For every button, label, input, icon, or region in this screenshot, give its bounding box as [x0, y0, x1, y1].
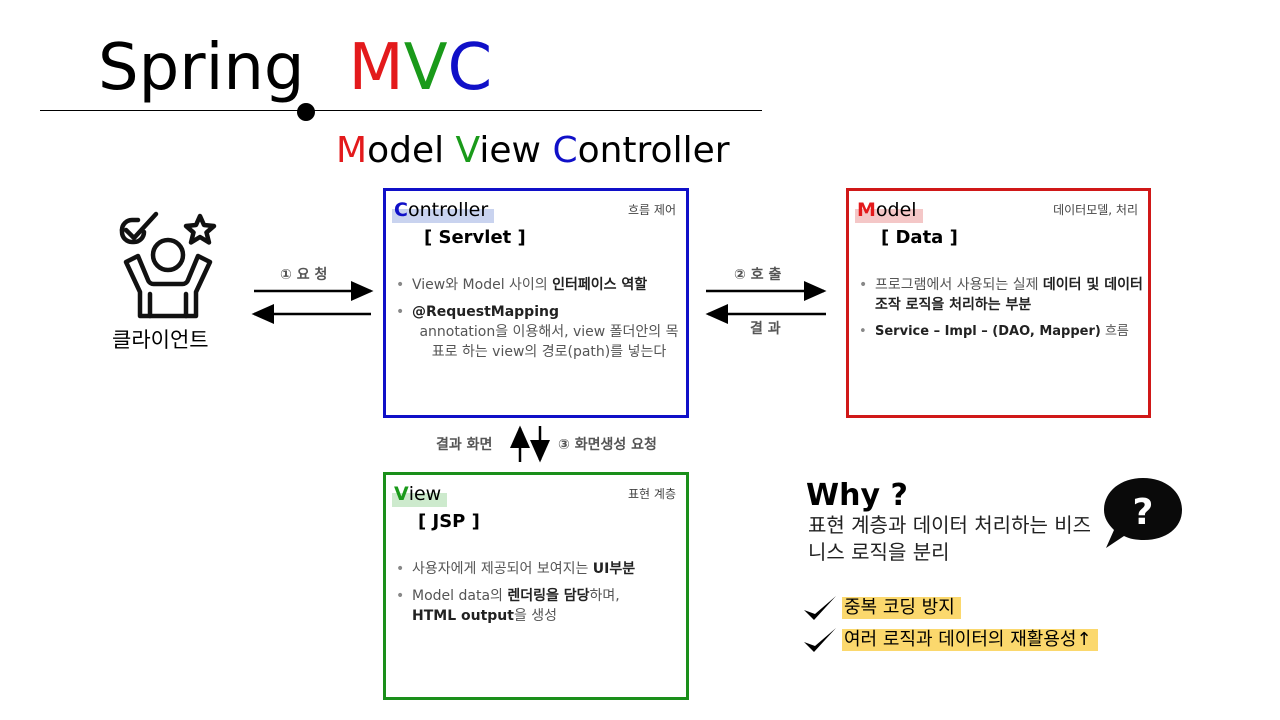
list-item: Service – Impl – (DAO, Mapper) 흐름	[857, 322, 1144, 342]
why-title: Why ?	[806, 478, 908, 513]
svg-text:?: ?	[1133, 492, 1154, 533]
page-subtitle: Model View Controller	[336, 128, 730, 174]
list-item: 사용자에게 제공되어 보여지는 UI부분	[394, 559, 682, 579]
bullet-bold: 데이터 및 데이터 조작 로직을 처리하는 부분	[875, 277, 1143, 313]
controller-box: Controller 흐름 제어 [ Servlet ] View와 Model…	[383, 188, 689, 418]
bullet-bold: Service – Impl – (DAO, Mapper)	[875, 324, 1101, 339]
title-v: V	[403, 31, 448, 105]
view-title-rest: iew	[408, 483, 442, 505]
title-c: C	[447, 31, 493, 105]
page-title: Spring MVC	[98, 28, 492, 108]
result-screen-label: 결과 화면	[436, 437, 493, 453]
view-box: View 표현 계층 [ JSP ] 사용자에게 제공되어 보여지는 UI부분 …	[383, 472, 689, 700]
checkmark-icon	[804, 596, 836, 620]
title-m: M	[348, 31, 404, 105]
bullet-text: Model data의	[412, 588, 508, 604]
list-item: @RequestMapping annotation을 이용해서, view 폴더…	[394, 302, 682, 362]
view-title: View	[392, 481, 448, 507]
model-tag: 데이터모델, 처리	[1053, 203, 1138, 217]
view-bullets: 사용자에게 제공되어 보여지는 UI부분 Model data의 렌더링을 담당…	[394, 559, 682, 633]
subtitle-model-rest: odel	[367, 130, 445, 171]
controller-subtitle: [ Servlet ]	[424, 227, 526, 248]
happy-person-with-check-and-star-icon	[119, 211, 217, 319]
list-item: View와 Model 사이의 인터페이스 역할	[394, 275, 682, 295]
render-request-label: ③ 화면생성 요청	[558, 437, 657, 453]
bullet-note: annotation을 이용해서, view 폴더안의 목표로 하는 view의…	[419, 324, 679, 360]
benefit-text: 여러 로직과 데이터의 재활용성↑	[842, 629, 1098, 651]
subtitle-controller-rest: ontroller	[577, 130, 730, 171]
bullet-bold: HTML output	[412, 608, 514, 624]
subtitle-m: M	[336, 130, 368, 171]
title-spring: Spring	[98, 31, 305, 105]
subtitle-v: V	[455, 130, 480, 171]
request-label: ① 요 청	[280, 267, 328, 283]
model-subtitle: [ Data ]	[881, 227, 958, 248]
bullet-text: 을 생성	[513, 608, 558, 624]
controller-title: Controller	[392, 197, 495, 223]
checkmark-icon	[804, 628, 836, 652]
subtitle-view-rest: iew	[479, 130, 541, 171]
subtitle-c: C	[552, 130, 578, 171]
list-item: Model data의 렌더링을 담당하며, HTML output을 생성	[394, 586, 682, 626]
title-divider	[40, 110, 762, 111]
list-item: 프로그램에서 사용되는 실제 데이터 및 데이터 조작 로직을 처리하는 부분	[857, 275, 1144, 315]
bullet-bold: 렌더링을 담당	[507, 588, 590, 604]
bullet-bold: @RequestMapping	[412, 304, 559, 320]
bullet-text: 프로그램에서 사용되는 실제	[875, 277, 1043, 293]
view-title-initial: V	[394, 483, 409, 505]
controller-title-rest: ontroller	[407, 199, 489, 221]
why-description: 표현 계층과 데이터 처리하는 비즈니스 로직을 분리	[808, 513, 1092, 564]
bullet-bold: 인터페이스 역할	[552, 277, 648, 293]
controller-tag: 흐름 제어	[628, 203, 676, 217]
result-label: 결 과	[750, 321, 781, 337]
model-bullets: 프로그램에서 사용되는 실제 데이터 및 데이터 조작 로직을 처리하는 부분 …	[857, 275, 1144, 349]
controller-bullets: View와 Model 사이의 인터페이스 역할 @RequestMapping…	[394, 275, 682, 369]
question-speech-bubble-icon: ?	[1104, 478, 1182, 548]
model-title-initial: M	[857, 199, 876, 221]
model-box: Model 데이터모델, 처리 [ Data ] 프로그램에서 사용되는 실제 …	[846, 188, 1151, 418]
call-label: ② 호 출	[734, 267, 782, 283]
view-subtitle: [ JSP ]	[418, 511, 480, 532]
client-label: 클라이언트	[112, 328, 209, 352]
bullet-text: 하며,	[589, 588, 620, 604]
bullet-bold: UI부분	[592, 561, 636, 577]
model-title-rest: odel	[875, 199, 917, 221]
bullet-text: 사용자에게 제공되어 보여지는	[412, 561, 593, 577]
model-title: Model	[855, 197, 923, 223]
bullet-text: View와 Model 사이의	[412, 277, 553, 293]
bullet-text: 흐름	[1100, 324, 1129, 339]
view-tag: 표현 계층	[628, 487, 676, 501]
benefit-text: 중복 코딩 방지	[842, 597, 961, 619]
title-divider-dot	[297, 103, 315, 121]
controller-title-initial: C	[394, 199, 408, 221]
